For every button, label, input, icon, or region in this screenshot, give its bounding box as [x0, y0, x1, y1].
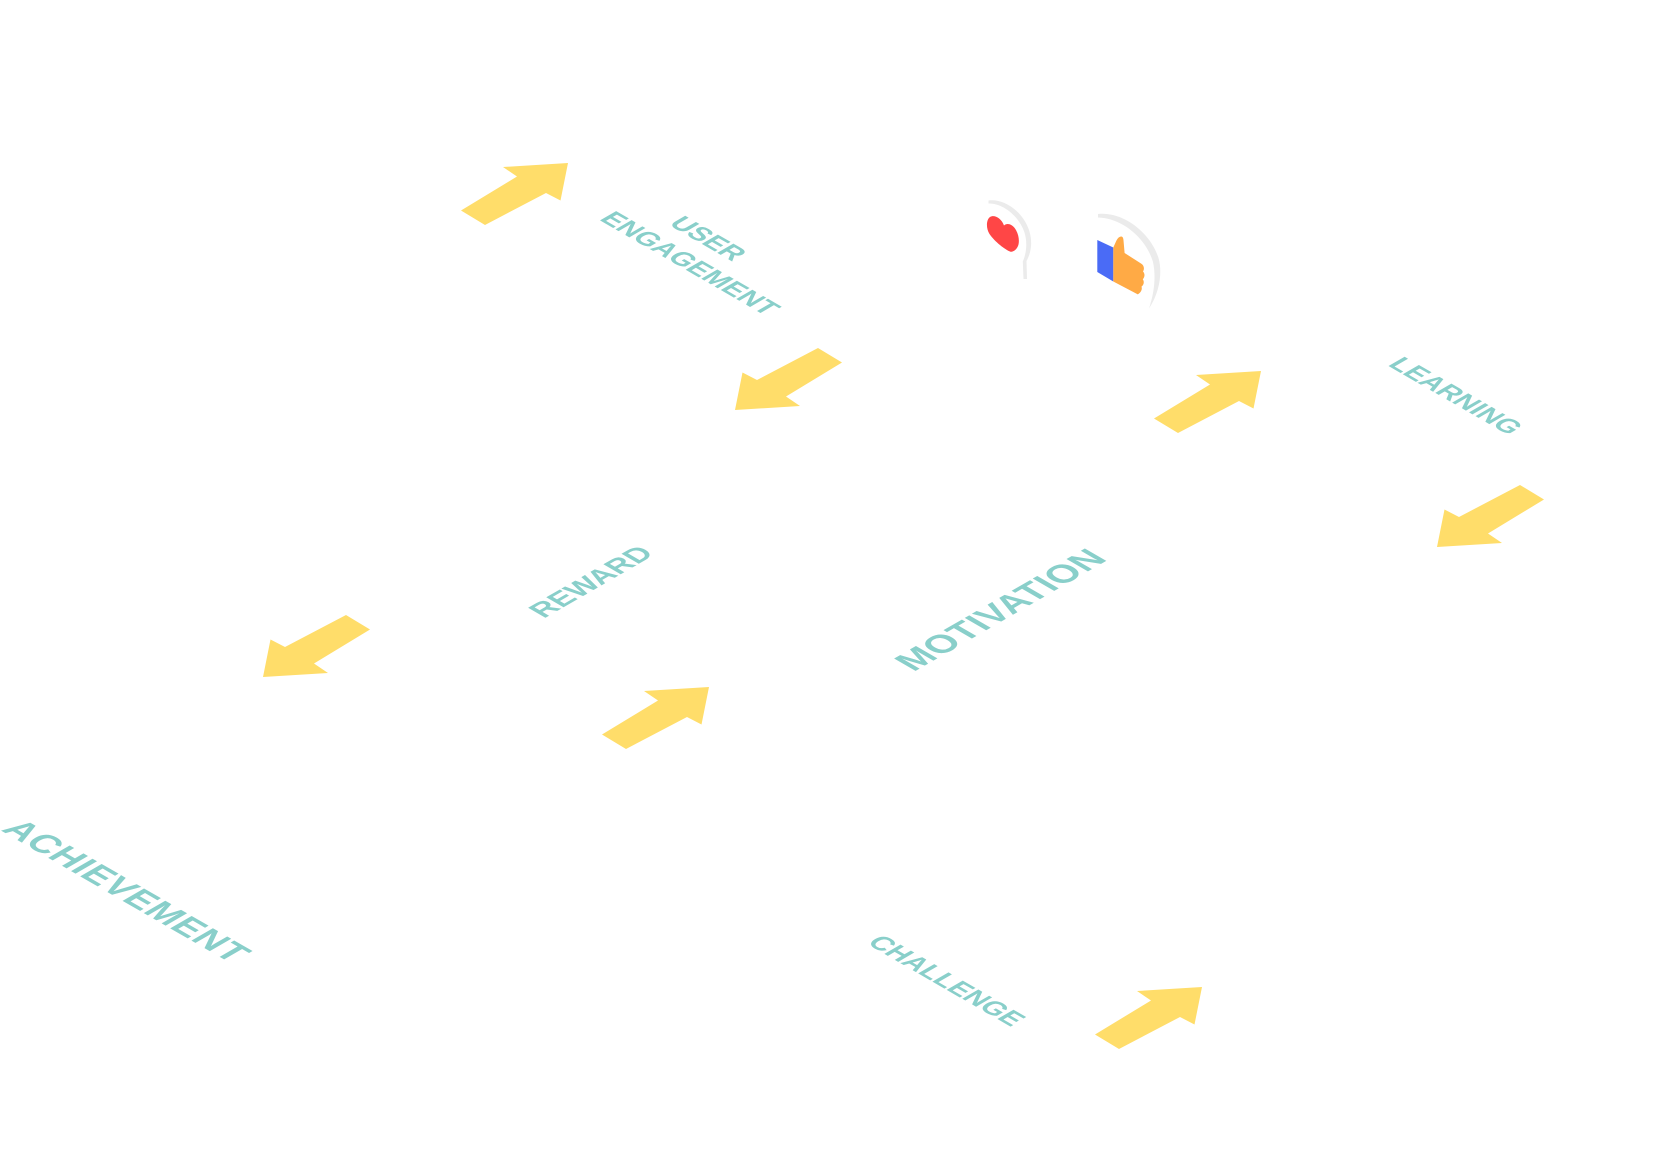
arrow-up-right-icon: [461, 163, 568, 225]
heart-reaction-bubble: [986, 200, 1032, 279]
speech-bubble-edge: [988, 200, 1032, 279]
thumbs-up-hand: [1113, 236, 1145, 295]
label-reward: REWARD: [522, 542, 661, 622]
arrow-up-right-icon: [1095, 987, 1202, 1049]
label-challenge: CHALLENGE: [861, 931, 1032, 1030]
heart-icon: [986, 216, 1019, 252]
arrow-down-left-icon: [263, 615, 370, 677]
label-motivation: MOTIVATION: [885, 543, 1116, 676]
arrow-down-left-icon: [735, 348, 842, 410]
thumbs-up-cuff: [1097, 240, 1114, 282]
label-learning: LEARNING: [1382, 353, 1530, 438]
like-reaction-bubble: [1097, 213, 1161, 309]
thumbs-up-icon: [1097, 236, 1145, 295]
arrows-layer: [263, 163, 1544, 1049]
arrow-up-right-icon: [602, 687, 709, 749]
arrow-up-right-icon: [1154, 371, 1261, 433]
labels-layer: USER ENGAGEMENT LEARNING REWARD MOTIVATI…: [0, 207, 1530, 1030]
label-achievement: ACHIEVEMENT: [0, 814, 260, 968]
speech-bubble-edge: [1098, 213, 1161, 309]
arrow-down-left-icon: [1437, 485, 1544, 547]
